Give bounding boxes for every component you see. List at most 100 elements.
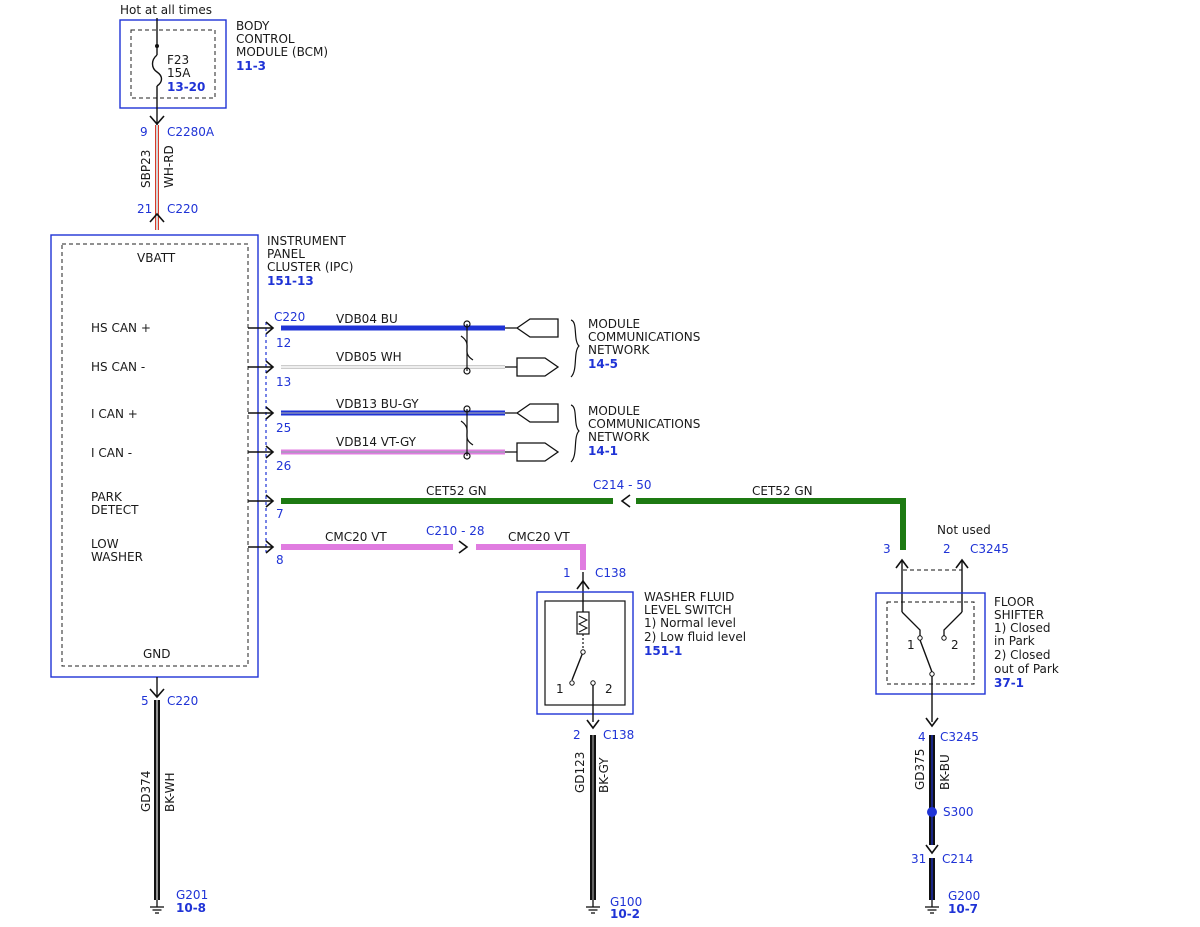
feed-conn-top: C2280A: [167, 125, 215, 139]
ipc-inner-dashed: [61, 243, 249, 667]
shifter-name-line2: SHIFTER: [994, 608, 1044, 622]
bcm-inner-dashed: [130, 29, 216, 99]
pin-park-detect-line2: DETECT: [91, 503, 139, 517]
wire-gd123-color: BK-GY: [597, 757, 611, 793]
washer-ref-link[interactable]: 151-1: [644, 644, 682, 658]
mcn1-line3: NETWORK: [588, 343, 651, 357]
shifter-pin-a: 3: [883, 542, 891, 556]
hot-at-all-times-label: Hot at all times: [120, 3, 212, 17]
wire-cmc20-label-a: CMC20 VT: [325, 530, 387, 544]
shifter-name-line5: 2) Closed: [994, 648, 1050, 662]
c210-28-label: C210 - 28: [426, 524, 485, 538]
ipc-name-line1: INSTRUMENT: [267, 234, 346, 248]
washer-gnd-pin: 2: [573, 728, 581, 742]
shifter-pos2: 2: [951, 638, 959, 652]
ipc-name-line3: CLUSTER (IPC): [267, 260, 353, 274]
ipc-box: [50, 234, 259, 678]
twisted-pair-icon: [460, 320, 474, 375]
switch-contact-icon: [571, 651, 584, 681]
washer-name-line4: 2) Low fluid level: [644, 630, 746, 644]
ipc-name-line2: PANEL: [267, 247, 305, 261]
pin-hs-can-minus: HS CAN -: [91, 360, 145, 374]
washer-gnd-conn: C138: [603, 728, 634, 742]
brace-icon: [570, 319, 580, 378]
washer-switch-box: [536, 591, 634, 715]
ground-symbol-icon: [150, 900, 164, 914]
wire-vdb05-label: VDB05 WH: [336, 350, 402, 364]
pin-i-can-minus: I CAN -: [91, 446, 132, 460]
fuse-ref-link[interactable]: 13-20: [167, 80, 205, 94]
feed-pin-bottom: 21: [137, 202, 152, 216]
wire-gd374-circuit: GD374: [139, 771, 153, 812]
wire-gd375-circuit: GD375: [913, 749, 927, 790]
feed-pin-top: 9: [140, 125, 148, 139]
c220-label: C220: [274, 310, 305, 324]
pin-13: 13: [276, 375, 291, 389]
ipc-gnd-pin: 5: [141, 694, 149, 708]
twisted-pair-icon: [460, 405, 474, 460]
connector-arrow-icon: [149, 115, 165, 126]
floor-shifter-box: [875, 592, 986, 695]
ipc-gnd: GND: [143, 647, 171, 661]
shifter-pin-b: 2: [943, 542, 951, 556]
bcm-ref-link[interactable]: 11-3: [236, 59, 266, 73]
ipc-ref-link[interactable]: 151-13: [267, 274, 314, 288]
pin-26: 26: [276, 459, 291, 473]
ipc-vbatt: VBATT: [137, 251, 176, 265]
ground-symbol-icon: [925, 900, 939, 914]
network-connector-icon: [505, 318, 559, 338]
shifter-ref-link[interactable]: 37-1: [994, 676, 1024, 690]
feed-color: WH-RD: [162, 145, 176, 188]
g201-ref-link[interactable]: 10-8: [176, 901, 206, 915]
c214-50-label: C214 - 50: [593, 478, 652, 492]
pin-12: 12: [276, 336, 291, 350]
shifter-name-line3: 1) Closed: [994, 621, 1050, 635]
shifter-conn: C3245: [970, 542, 1009, 556]
g201-label: G201: [176, 888, 208, 902]
wire-vdb14-label: VDB14 VT-GY: [336, 435, 417, 449]
wire-gd374-color: BK-WH: [163, 772, 177, 812]
washer-name-line2: LEVEL SWITCH: [644, 603, 732, 617]
g200-label: G200: [948, 889, 980, 903]
bcm-box: [119, 19, 227, 109]
mcn1-line2: COMMUNICATIONS: [588, 330, 700, 344]
pin-low-washer-line1: LOW: [91, 537, 119, 551]
shifter-pos1: 1: [907, 638, 915, 652]
inline-connector-arrow-icon: [620, 494, 631, 508]
connector-arrow-icon: [586, 719, 600, 730]
mcn1-line1: MODULE: [588, 317, 640, 331]
wire-vdb13-label: VDB13 BU-GY: [336, 397, 419, 411]
connector-arrow-icon: [149, 212, 165, 223]
pin-park-detect-line1: PARK: [91, 490, 123, 504]
washer-pos1: 1: [556, 682, 564, 696]
network-connector-icon: [505, 442, 560, 462]
mcn2-line2: COMMUNICATIONS: [588, 417, 700, 431]
shifter-switch-icon: [919, 639, 933, 673]
pin-8: 8: [276, 553, 284, 567]
wire-vdb04-label: VDB04 BU: [336, 312, 398, 326]
s300-label: S300: [943, 805, 974, 819]
shifter-gnd-conn2: C214: [942, 852, 973, 866]
fuse-name: F23: [167, 53, 189, 67]
float-sensor-icon: [576, 611, 590, 635]
g100-ref-link[interactable]: 10-2: [610, 907, 640, 921]
fuse-icon: [151, 54, 163, 87]
washer-pos2: 2: [605, 682, 613, 696]
pin-hs-can-plus: HS CAN +: [91, 321, 151, 335]
washer-name-line1: WASHER FLUID: [644, 590, 734, 604]
shifter-name-line6: out of Park: [994, 662, 1059, 676]
splice-s300-icon: [927, 807, 937, 817]
wire-cet52-label-a: CET52 GN: [426, 484, 487, 498]
ipc-gnd-conn: C220: [167, 694, 198, 708]
shifter-gnd-pin: 4: [918, 730, 926, 744]
bcm-name-line3: MODULE (BCM): [236, 45, 328, 59]
mcn2-ref-link[interactable]: 14-1: [588, 444, 618, 458]
mcn2-line1: MODULE: [588, 404, 640, 418]
mcn2-line3: NETWORK: [588, 430, 651, 444]
mcn1-ref-link[interactable]: 14-5: [588, 357, 618, 371]
g200-ref-link[interactable]: 10-7: [948, 902, 978, 916]
ground-symbol-icon: [586, 900, 600, 914]
washer-name-line3: 1) Normal level: [644, 616, 736, 630]
connector-arrow-icon: [925, 844, 939, 855]
bcm-name-line2: CONTROL: [236, 32, 295, 46]
